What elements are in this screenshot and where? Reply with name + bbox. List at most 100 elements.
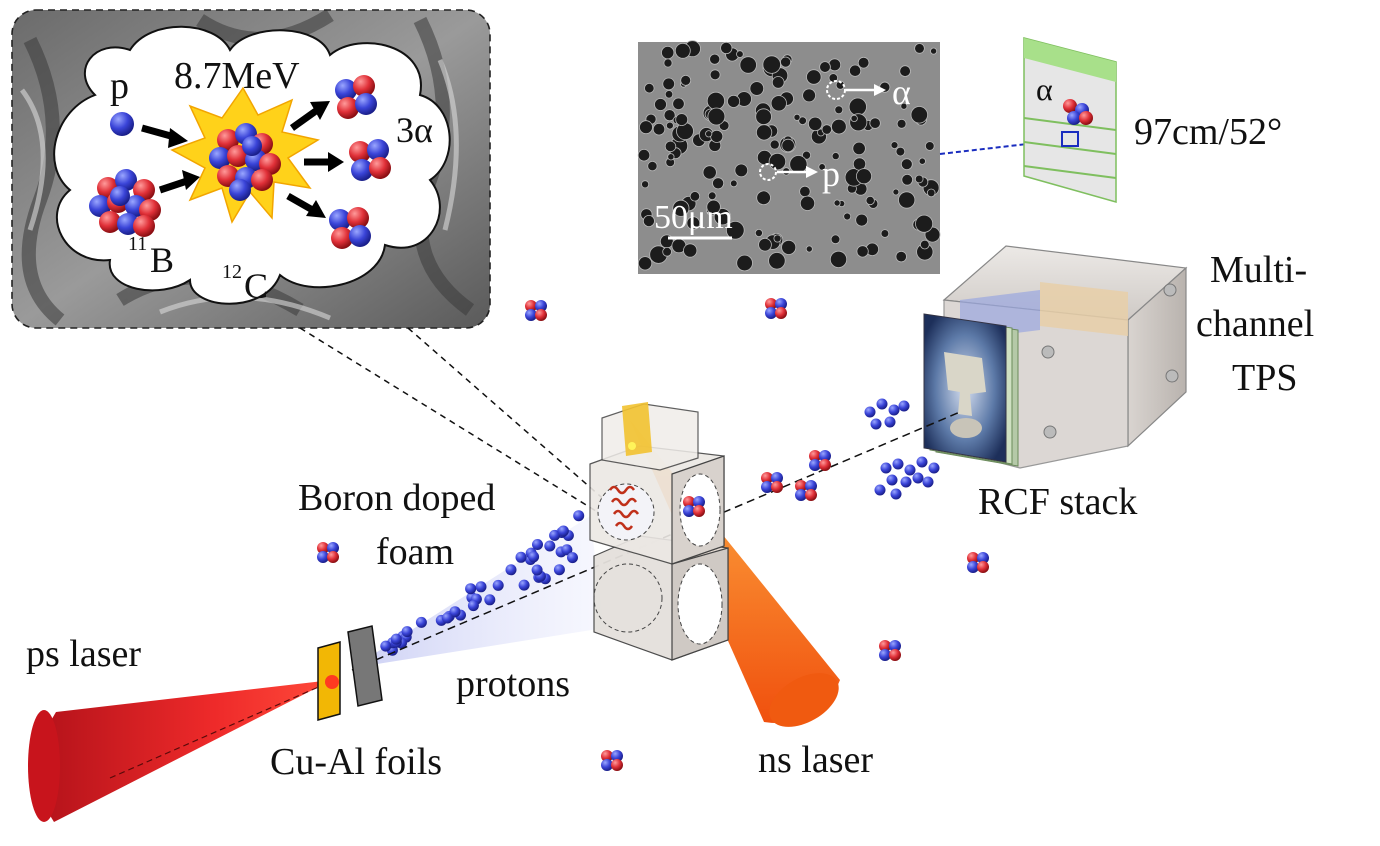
proton-particle (467, 600, 479, 612)
boron-foam-label-line1: Boron doped (298, 477, 495, 519)
boron-nucleus-icon (89, 169, 161, 237)
proton-particle (912, 472, 924, 484)
boron-foam-sample (597, 483, 655, 541)
proton-beam-cone (352, 516, 604, 668)
boron-symbol-label: B (150, 240, 174, 280)
proton-particle (573, 510, 585, 522)
cr39-detector-plate: α (1023, 37, 1117, 203)
alpha-particle-icon (601, 750, 623, 771)
proton-particle (900, 476, 912, 488)
reaction-arrows (141, 101, 344, 218)
carbon-nucleus-icon (209, 123, 281, 201)
micrograph-link-line (939, 139, 1063, 155)
proton-particle (401, 626, 413, 638)
proton-particle (904, 464, 916, 476)
boron-mass-number: 11 (128, 233, 147, 255)
inset-callout-lines (299, 327, 617, 517)
proton-particle (484, 594, 496, 606)
alpha-particle-icon (335, 75, 377, 119)
cu-al-foils (317, 625, 383, 721)
detector-alpha-label: α (1036, 71, 1053, 107)
proton-particle (884, 416, 896, 428)
proton-particle (528, 551, 540, 563)
emitted-alpha-particles (317, 298, 989, 771)
alpha-particle-icon (879, 640, 901, 661)
alpha-particle-icon (317, 542, 339, 563)
ps-laser-label: ps laser (26, 633, 141, 675)
foils-label: Cu-Al foils (270, 741, 442, 783)
proton-particle (515, 551, 527, 563)
carbon-symbol-label: C (244, 266, 268, 306)
ps-laser-beam (28, 680, 332, 822)
proton-particle (892, 458, 904, 470)
protons-label: protons (456, 663, 570, 705)
ns-laser-label: ns laser (758, 739, 873, 781)
proton-particle (874, 484, 886, 496)
proton-particle (390, 633, 402, 645)
proton-track-marker (759, 163, 777, 181)
boron-foam-target-assembly (589, 402, 729, 661)
tps-label-line2: channel (1196, 303, 1314, 345)
inset-dashed-border (11, 9, 491, 329)
micrograph-proton-label: p (822, 154, 840, 194)
proton-particle (928, 462, 940, 474)
alpha-particle-icon (795, 480, 817, 501)
alpha-particle-icon (525, 300, 547, 321)
rcf-stack-label: RCF stack (978, 481, 1137, 523)
alpha-track-marker (826, 80, 846, 100)
energy-label: 8.7MeV (174, 55, 300, 97)
reaction-inset: 8.7MeV p 3α 11 B 12 C (11, 9, 491, 329)
detector-position-label: 97cm/52° (1134, 111, 1282, 153)
proton-particle (465, 583, 477, 595)
inset-proton-icon (110, 112, 134, 136)
proton-particle (880, 462, 892, 474)
proton-particle (890, 488, 902, 500)
proton-particle (380, 640, 392, 652)
proton-particle (864, 406, 876, 418)
proton-particle (505, 564, 517, 576)
rcf-stack (923, 313, 1019, 467)
tps-label-line1: Multi- (1210, 249, 1307, 291)
alpha-particle-icon (761, 472, 783, 493)
proton-symbol-label: p (110, 65, 129, 107)
three-alpha-label: 3α (396, 110, 433, 150)
alpha-particle-icon (349, 139, 391, 181)
proton-particle (544, 540, 556, 552)
proton-particle (888, 404, 900, 416)
alpha-particle-icon (809, 450, 831, 471)
cr39-micrograph: α p 50μm (637, 40, 941, 274)
proton-particle (449, 606, 461, 618)
proton-particle (870, 418, 882, 430)
proton-particle (492, 579, 504, 591)
boron-foam-label-line2: foam (376, 531, 454, 573)
alpha-particle-icon (1063, 99, 1093, 125)
alpha-particle-icon (765, 298, 787, 319)
proton-particle (531, 564, 543, 576)
alpha-particle-icon (967, 552, 989, 573)
proton-particle (549, 529, 561, 541)
alpha-particle-icon (683, 496, 705, 517)
proton-particle (518, 579, 530, 591)
detector-region-marker (1061, 131, 1079, 147)
etched-track-pits (637, 40, 941, 272)
proton-clusters (864, 398, 940, 500)
tps-label-line3: TPS (1232, 357, 1297, 399)
alpha-particle-icon (329, 207, 371, 249)
proton-particle (441, 612, 453, 624)
micrograph-alpha-label: α (892, 72, 911, 112)
carbon-mass-number: 12 (222, 261, 242, 283)
proton-particle (532, 539, 543, 550)
proton-particle (415, 616, 427, 628)
proton-particle (922, 476, 934, 488)
proton-particle (898, 400, 910, 412)
proton-particle (475, 581, 487, 593)
proton-particle (916, 456, 928, 468)
proton-particle (567, 552, 578, 564)
proton-particle (876, 398, 888, 410)
proton-particle (561, 544, 573, 556)
proton-particle (553, 564, 565, 576)
proton-particle (886, 474, 898, 486)
proton-particle (557, 525, 569, 537)
scale-bar-label: 50μm (654, 199, 733, 236)
